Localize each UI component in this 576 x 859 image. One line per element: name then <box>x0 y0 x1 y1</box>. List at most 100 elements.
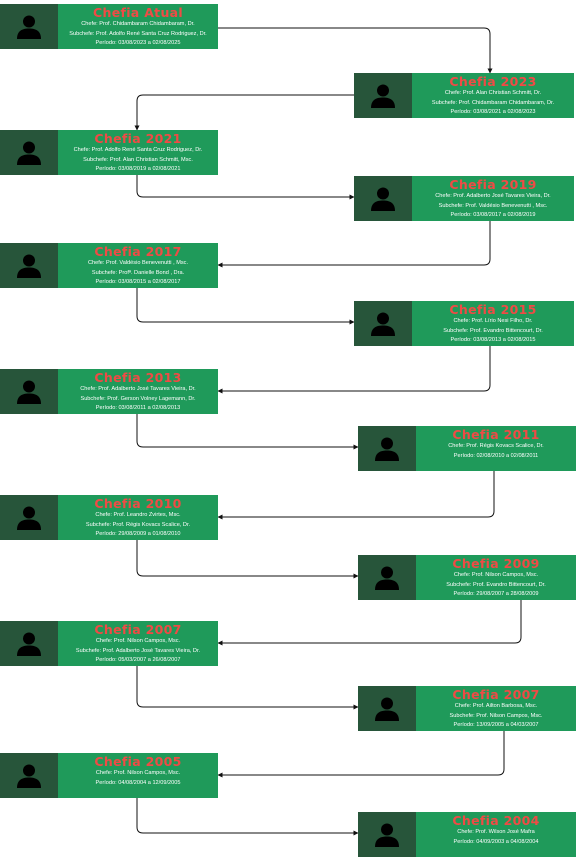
chefe-line: Chefe: Prof. Ailton Barbosa, Msc. <box>454 703 538 709</box>
chefe-line: Chefe: Prof. Alan Christian Schmitt, Dr. <box>444 90 542 96</box>
person-silhouette-icon <box>375 437 399 461</box>
periodo-line: Período: 04/09/2003 a 04/08/2004 <box>453 838 539 845</box>
card-title: Chefia 2007 <box>94 622 182 637</box>
connector-arrow <box>136 798 359 836</box>
card-title: Chefia 2015 <box>449 302 537 317</box>
card-title: Chefia 2010 <box>94 496 182 511</box>
photo-placeholder <box>354 73 412 118</box>
person-silhouette-icon <box>375 566 399 590</box>
card-title: Chefia 2007 <box>452 687 540 702</box>
chefe-line: Chefe: Prof. Nilson Campos, Msc. <box>95 638 181 644</box>
card-title: Chefia 2023 <box>449 74 537 89</box>
connector-arrow <box>136 666 359 710</box>
periodo-line: Período: 03/08/2015 a 02/08/2017 <box>95 279 181 285</box>
chefe-line: Chefe: Prof. Leandro Zvirtes, Msc. <box>95 512 181 518</box>
photo-placeholder <box>0 369 58 414</box>
person-silhouette-icon <box>17 254 41 278</box>
chefe-line: Chefe: Prof. Régis Kovacs Scalice, Dr. <box>448 443 544 449</box>
subchefe-line: Subchefe: Prof. Alan Christian Schmitt, … <box>83 156 193 163</box>
photo-placeholder <box>358 686 416 731</box>
chefe-line: Chefe: Prof. Nilson Campos, Msc. <box>95 770 181 776</box>
photo-placeholder <box>358 426 416 471</box>
periodo-line: Período: 13/09/2005 a 04/03/2007 <box>453 722 539 728</box>
periodo-line: Período: 05/03/2007 a 26/08/2007 <box>95 657 181 663</box>
connector-arrow <box>217 221 491 268</box>
periodo-line: Período: 03/08/2021 a 02/08/2023 <box>450 109 536 115</box>
card-title: Chefia 2004 <box>452 813 540 828</box>
card-title: Chefia 2019 <box>449 177 537 192</box>
subchefe-line: Subchefe: Prof. Régis Kovacs Scalice, Dr… <box>85 521 191 528</box>
photo-placeholder <box>0 130 58 175</box>
chefe-line: Chefe: Prof. Adalberto José Tavares Viei… <box>80 386 196 392</box>
periodo-line: Período: 03/08/2011 a 02/08/2013 <box>95 405 181 411</box>
periodo-line: Período: 29/08/2009 a 01/08/2010 <box>95 531 181 537</box>
chefe-line: Chefe: Prof. Chidambaram Chidambaram, Dr… <box>81 21 195 27</box>
photo-placeholder <box>0 621 58 666</box>
periodo-line: Período: 03/08/2017 a 02/08/2019 <box>450 212 536 218</box>
person-silhouette-icon <box>17 15 41 39</box>
connector-arrow <box>217 600 522 646</box>
person-silhouette-icon <box>371 187 395 211</box>
subchefe-line: Subchefe: Prof. Adalberto José Tavares V… <box>75 647 201 654</box>
card-title: Chefia Atual <box>93 5 183 20</box>
chefe-line: Chefe: Prof. Lírio Nesi Filho, Dr. <box>453 318 533 324</box>
person-silhouette-icon <box>371 84 395 108</box>
periodo-line: Período: 03/08/2023 a 02/08/2025 <box>95 40 181 46</box>
card-title: Chefia 2017 <box>94 244 182 259</box>
photo-placeholder <box>358 555 416 600</box>
subchefe-line: Subchefe: Prof. Gerson Volney Lagemann, … <box>80 395 196 402</box>
person-silhouette-icon <box>17 380 41 404</box>
card-title: Chefia 2005 <box>94 754 182 769</box>
person-silhouette-icon <box>371 312 395 336</box>
connector-arrow <box>134 94 354 131</box>
person-silhouette-icon <box>17 632 41 656</box>
person-silhouette-icon <box>17 141 41 165</box>
photo-placeholder <box>0 495 58 540</box>
connector-arrow <box>136 175 355 200</box>
subchefe-line: Subchefe: Prof. Evandro Bittencourt, Dr. <box>446 581 546 588</box>
periodo-line: Período: 02/08/2010 a 02/08/2011 <box>453 452 539 459</box>
connector-arrow <box>136 414 359 450</box>
photo-placeholder <box>0 243 58 288</box>
person-silhouette-icon <box>375 697 399 721</box>
connector-arrow <box>217 471 495 520</box>
subchefe-line: Subchefe: Prof. Adolfo René Santa Cruz R… <box>69 30 207 37</box>
chefe-line: Chefe: Prof. Adolfo René Santa Cruz Rodr… <box>73 147 203 153</box>
chefe-line: Chefe: Prof. Valdésio Benevenutti , Msc. <box>87 260 188 266</box>
connector-arrow <box>217 346 491 394</box>
connector-arrow <box>136 540 359 579</box>
connector-arrow <box>136 288 355 325</box>
photo-placeholder <box>358 812 416 857</box>
card-title: Chefia 2009 <box>452 556 540 571</box>
photo-placeholder <box>354 301 412 346</box>
person-silhouette-icon <box>17 506 41 530</box>
photo-placeholder <box>354 176 412 221</box>
card-title: Chefia 2013 <box>94 370 182 385</box>
connector-arrow <box>217 731 505 778</box>
chefe-line: Chefe: Prof. Nilson Campos, Msc. <box>453 572 539 578</box>
periodo-line: Período: 03/08/2019 a 02/08/2021 <box>95 166 181 172</box>
card-title: Chefia 2021 <box>94 131 182 146</box>
